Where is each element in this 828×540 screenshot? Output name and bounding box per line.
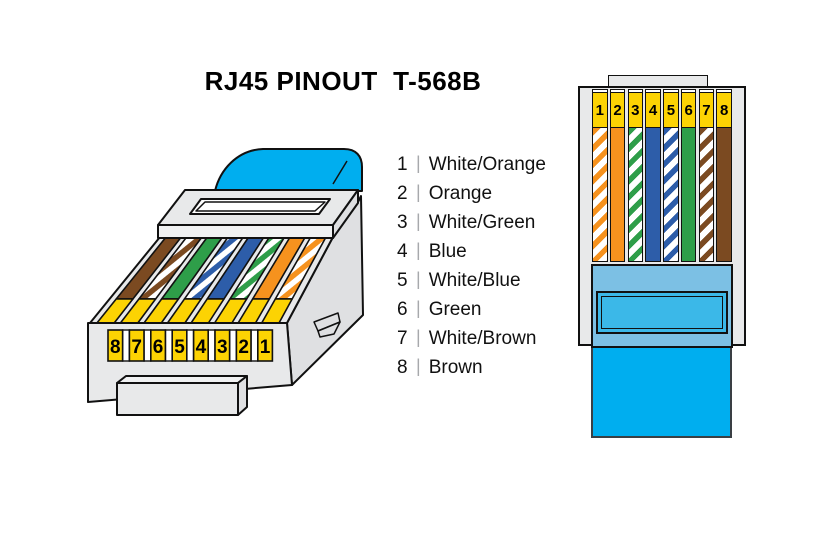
- crimp-window: [596, 291, 728, 334]
- pin-slot-gap: [164, 329, 173, 362]
- legend-separator: |: [416, 269, 421, 289]
- legend-item-1: 1 | White/Orange: [397, 150, 546, 179]
- legend-pin-number: 2: [397, 182, 408, 204]
- legend-item-6: 6 | Green: [397, 295, 546, 324]
- legend-pin-number: 8: [397, 356, 408, 378]
- wire-slot-6: 6: [680, 89, 697, 262]
- wire-color-band: [628, 128, 643, 261]
- front-pin-5: [171, 329, 188, 362]
- front-pin-4: [192, 329, 210, 362]
- latch-handle: [214, 148, 363, 192]
- legend-item-3: 3 | White/Green: [397, 208, 546, 237]
- wire-slot-4: 4: [645, 89, 661, 262]
- crimp-window-inner-edge: [601, 296, 723, 329]
- front-pin-number-label: 7: [131, 337, 142, 358]
- nose-block-top: [116, 375, 248, 384]
- wire-color-band: [699, 128, 714, 261]
- wire-slot-7: 7: [698, 89, 715, 262]
- pin-number-label: 2: [610, 92, 625, 128]
- front-pin-1: [256, 329, 274, 362]
- pin-slot-gap: [143, 329, 152, 362]
- pin-slot-gap: [186, 329, 195, 362]
- legend-wire-name: Green: [428, 298, 482, 320]
- nose-block-side: [237, 375, 248, 416]
- connector-body: 1 2 3 4 5 6 7 8: [578, 86, 746, 348]
- wire-slot-2: 2: [609, 89, 626, 262]
- front-pin-number-label: 8: [110, 337, 121, 358]
- pin-number-label: 7: [699, 92, 714, 128]
- legend-pin-number: 1: [397, 153, 408, 175]
- legend-separator: |: [416, 240, 421, 260]
- legend-wire-name: Brown: [428, 356, 483, 378]
- legend-separator: |: [416, 211, 421, 231]
- legend-separator: |: [416, 298, 421, 318]
- legend-item-8: 8 | Brown: [397, 353, 546, 382]
- legend-separator: |: [416, 327, 421, 347]
- wire-color-band: [664, 128, 678, 261]
- legend-pin-number: 3: [397, 211, 408, 233]
- legend-wire-name: White/Blue: [428, 269, 521, 291]
- pin-slot-gap: [207, 329, 216, 362]
- legend-separator: |: [416, 356, 421, 376]
- front-pin-number-label: 1: [260, 337, 271, 358]
- pin-slot-gap: [228, 329, 238, 362]
- pin-number-label: 5: [664, 92, 678, 128]
- legend-item-5: 5 | White/Blue: [397, 266, 546, 295]
- ethernet-cable: [591, 346, 732, 438]
- wire-color-band: [646, 128, 660, 261]
- wire-color-band: [610, 128, 625, 261]
- page-title: RJ45 PINOUT T-568B: [204, 66, 482, 96]
- front-pin-number-label: 6: [153, 337, 164, 358]
- pin-number-label: 1: [593, 92, 607, 128]
- wire-color-band: [717, 128, 731, 261]
- front-pin-2: [235, 329, 252, 362]
- pin-number-label: 3: [628, 92, 643, 128]
- front-pin-number-label: 4: [196, 337, 207, 358]
- front-pin-number-label: 3: [217, 337, 228, 358]
- front-pin-number-label: 2: [238, 337, 249, 358]
- rj45-connector-front-view: 1 2 3 4 5 6 7 8: [578, 75, 746, 440]
- legend-pin-number: 6: [397, 298, 408, 320]
- legend-separator: |: [416, 153, 421, 173]
- pin-number-label: 4: [646, 92, 660, 128]
- locking-clip-tab-facet: [317, 321, 341, 338]
- latch-bar-hole-inner-edge: [195, 201, 326, 212]
- pinout-legend: 1 | White/Orange 2 | Orange 3 | White/Green 4 |…: [397, 150, 546, 382]
- connector-latch-tab: [608, 75, 708, 88]
- latch-bar-front: [157, 224, 334, 239]
- front-pin-8: [107, 329, 124, 362]
- legend-pin-number: 4: [397, 240, 408, 262]
- legend-item-2: 2 | Orange: [397, 179, 546, 208]
- legend-wire-name: White/Brown: [428, 327, 537, 349]
- legend-pin-number: 7: [397, 327, 408, 349]
- wire-slot-5: 5: [663, 89, 679, 262]
- legend-item-4: 4 | Blue: [397, 237, 546, 266]
- legend-item-7: 7 | White/Brown: [397, 324, 546, 353]
- front-pin-3: [214, 329, 231, 362]
- legend-wire-name: White/Orange: [428, 153, 546, 175]
- nose-block-front: [116, 382, 239, 416]
- pin-slot-gap: [121, 329, 131, 362]
- pin-number-label: 6: [681, 92, 696, 128]
- front-pin-number-label: 5: [174, 337, 185, 358]
- front-pin-7: [128, 329, 145, 362]
- pin-number-label: 8: [717, 92, 731, 128]
- pin-slot-gap: [250, 329, 259, 362]
- wire-slot-1: 1: [592, 89, 608, 262]
- latch-handle-detail-line: [332, 160, 348, 185]
- legend-pin-number: 5: [397, 269, 408, 291]
- wire-slot-8: 8: [716, 89, 732, 262]
- wire-slots: 1 2 3 4 5 6 7 8: [592, 89, 732, 262]
- legend-wire-name: Orange: [428, 182, 493, 204]
- front-pin-6: [150, 329, 167, 362]
- legend-wire-name: White/Green: [428, 211, 536, 233]
- wire-color-band: [681, 128, 696, 261]
- legend-wire-name: Blue: [428, 240, 467, 262]
- wire-slot-3: 3: [627, 89, 644, 262]
- legend-separator: |: [416, 182, 421, 202]
- wire-color-band: [593, 128, 607, 261]
